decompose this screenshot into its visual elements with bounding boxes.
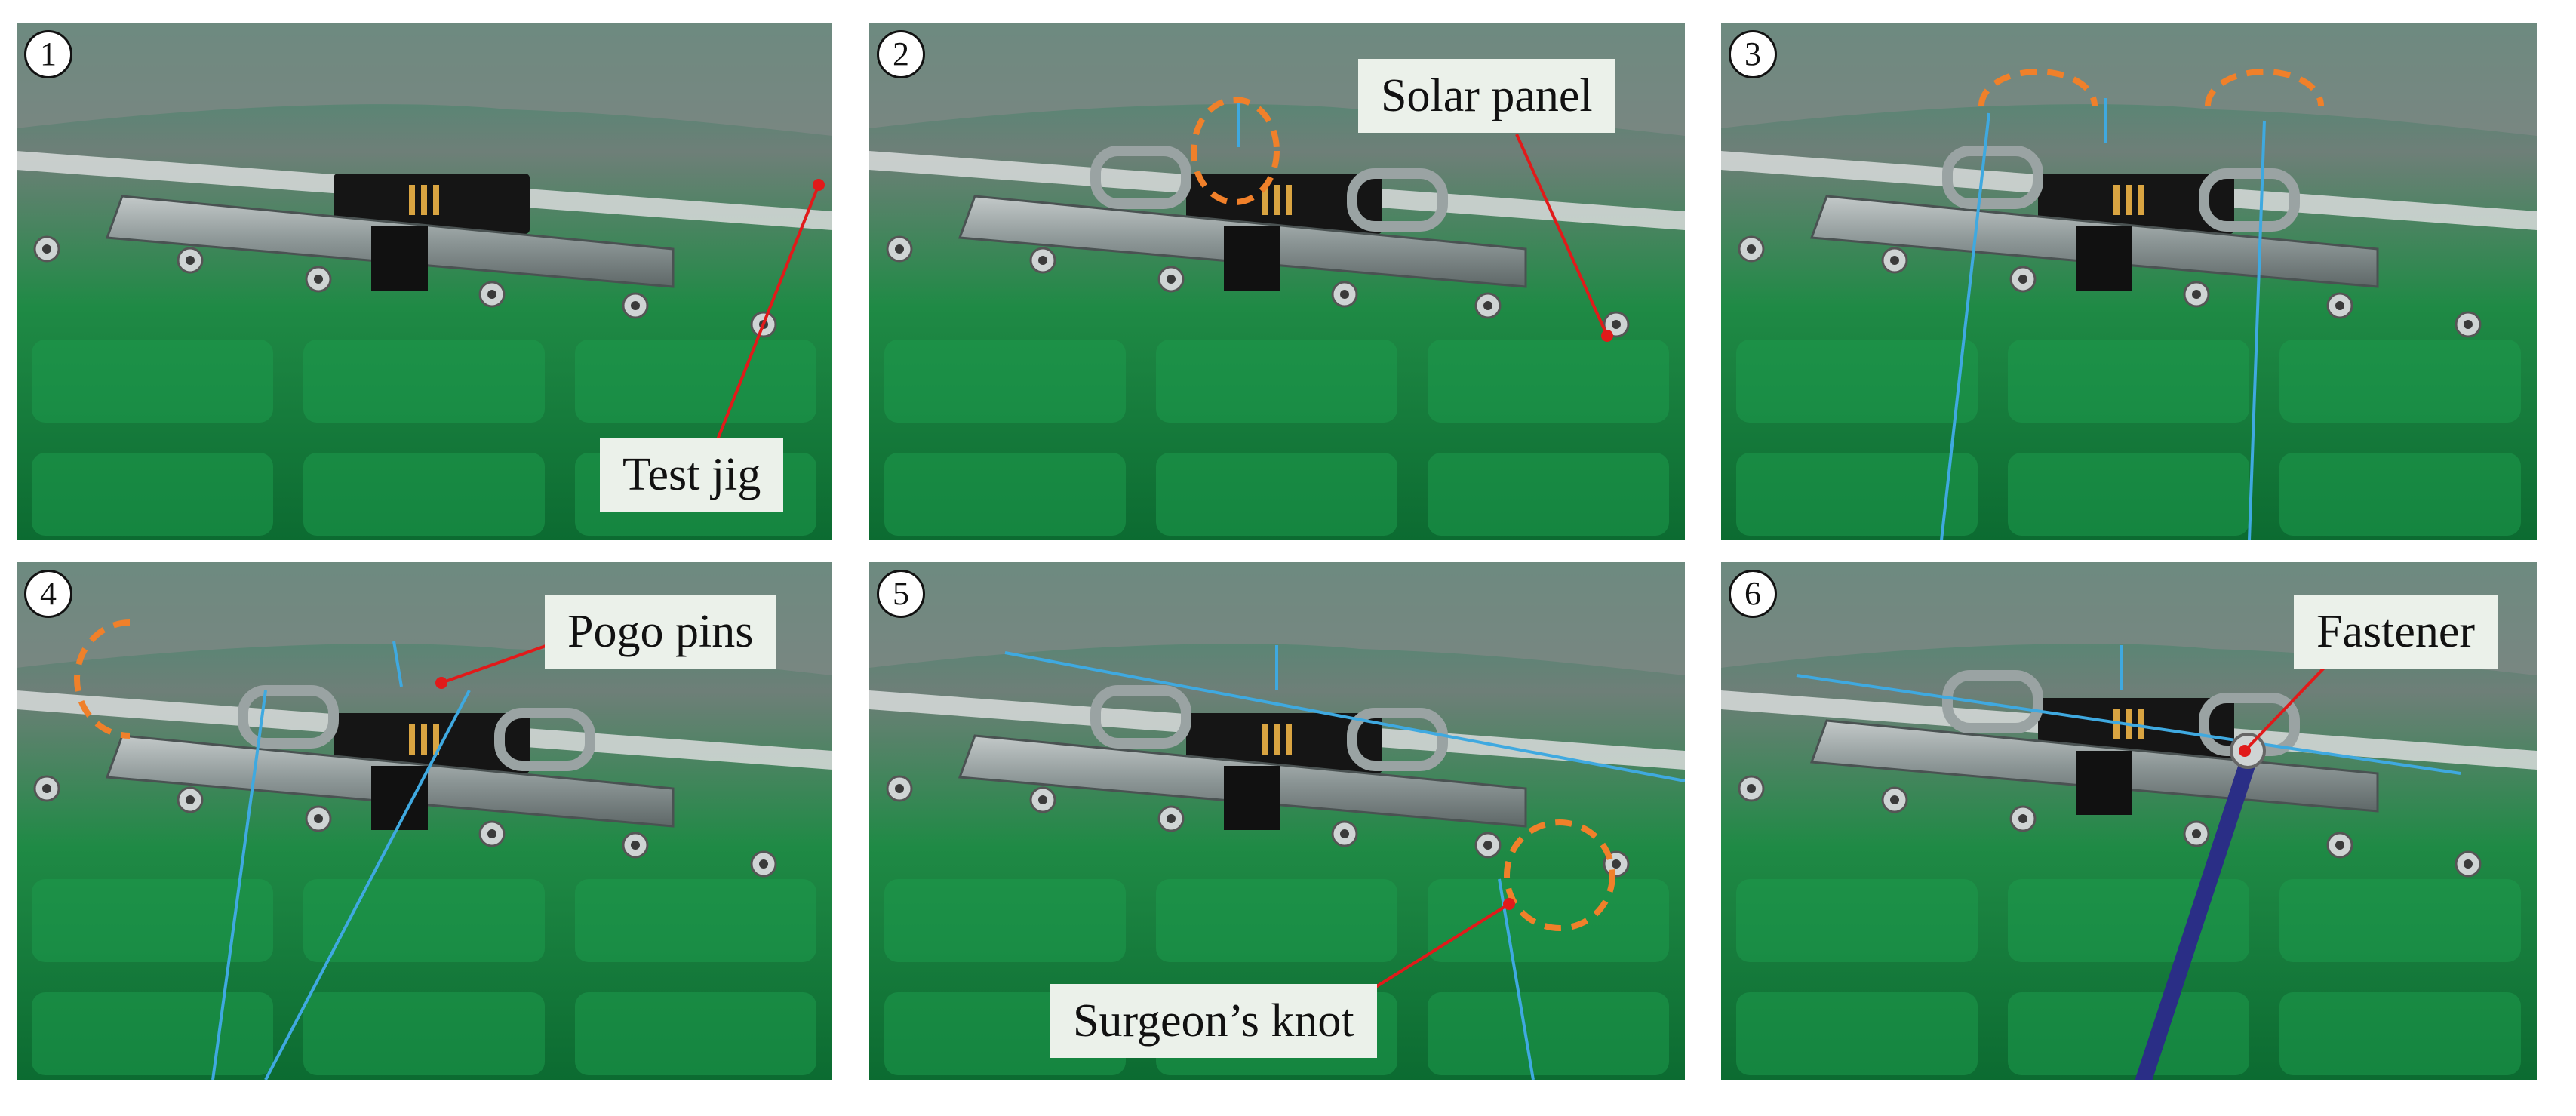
connector-board xyxy=(334,174,530,234)
pogo-pin xyxy=(1286,185,1292,215)
rotation-arrow xyxy=(74,619,131,739)
thread xyxy=(2248,120,2266,540)
step-number-badge: 2 xyxy=(877,30,925,78)
callout-fastener: Fastener xyxy=(2294,595,2498,669)
screws xyxy=(1738,235,2482,338)
loop-left xyxy=(1090,146,1191,209)
loop-left xyxy=(1090,685,1191,749)
pogo-pin xyxy=(421,724,427,755)
panel-4: 4 xyxy=(17,562,832,1080)
jig-tab xyxy=(1224,226,1280,291)
solar-cells xyxy=(1736,340,2521,536)
loop-left xyxy=(1942,146,2043,209)
pogo-pin xyxy=(1286,724,1292,755)
jig-tab xyxy=(371,766,428,830)
pogo-pin xyxy=(2113,185,2120,215)
pogo-pin xyxy=(2113,709,2120,739)
pogo-pin xyxy=(421,185,427,215)
screws xyxy=(886,775,1630,878)
step-number-badge: 3 xyxy=(1729,30,1777,78)
photo-scene xyxy=(17,23,832,540)
loop-left xyxy=(238,685,339,749)
pogo-pin xyxy=(2138,185,2144,215)
jig-tab xyxy=(371,226,428,291)
loop-right xyxy=(1347,708,1448,771)
fastener-rod xyxy=(2135,750,2258,1080)
solar-cells xyxy=(32,879,816,1075)
pogo-pin xyxy=(433,724,439,755)
thread xyxy=(1796,674,2461,775)
jig-tab xyxy=(2076,751,2132,815)
solar-cells xyxy=(1736,879,2521,1075)
highlight-circle xyxy=(1191,97,1280,205)
panel-1: 1 xyxy=(17,23,832,540)
step-number-badge: 4 xyxy=(24,570,72,618)
loop-right xyxy=(2199,168,2300,232)
highlight-circle xyxy=(1504,819,1615,931)
jig-tab xyxy=(2076,226,2132,291)
loop-right xyxy=(1347,168,1448,232)
thread xyxy=(211,690,267,1080)
solar-cells xyxy=(884,340,1669,536)
callout-test-jig: Test jig xyxy=(600,438,784,512)
pogo-pin xyxy=(2126,185,2132,215)
pogo-pin xyxy=(409,724,415,755)
pogo-pin xyxy=(2138,709,2144,739)
thread xyxy=(392,641,403,687)
thread xyxy=(1004,651,1685,782)
step-number-badge: 1 xyxy=(24,30,72,78)
callout-surgeons-knot: Surgeon’s knot xyxy=(1050,984,1377,1058)
jig-tab xyxy=(1224,766,1280,830)
pogo-pin xyxy=(1262,185,1268,215)
loop-left xyxy=(1942,670,2043,733)
pogo-pin xyxy=(409,185,415,215)
pogo-pin xyxy=(433,185,439,215)
callout-solar-panel: Solar panel xyxy=(1358,59,1615,133)
photo-scene xyxy=(17,562,832,1080)
screws xyxy=(886,235,1630,338)
connector-board xyxy=(2038,698,2234,758)
screws xyxy=(33,235,777,338)
thread xyxy=(1940,112,1990,540)
metal-plate xyxy=(869,562,1685,675)
step-number-badge: 6 xyxy=(1729,570,1777,618)
pogo-pin xyxy=(1262,724,1268,755)
pogo-pin xyxy=(1274,185,1280,215)
loop-right xyxy=(494,708,595,771)
metal-plate xyxy=(1721,23,2537,136)
pogo-pin xyxy=(1274,724,1280,755)
callout-pogo-pins: Pogo pins xyxy=(545,595,776,669)
connector-board xyxy=(1186,174,1382,234)
metal-plate xyxy=(17,23,832,136)
photo-scene xyxy=(1721,23,2537,540)
screws xyxy=(33,775,777,878)
connector-board xyxy=(334,713,530,773)
thread xyxy=(264,690,471,1080)
fastener-head xyxy=(2230,733,2266,769)
step-number-badge: 5 xyxy=(877,570,925,618)
panel-3: 3 xyxy=(1721,23,2537,540)
connector-board xyxy=(1186,713,1382,773)
connector-board xyxy=(2038,174,2234,234)
screws xyxy=(1738,775,2482,878)
